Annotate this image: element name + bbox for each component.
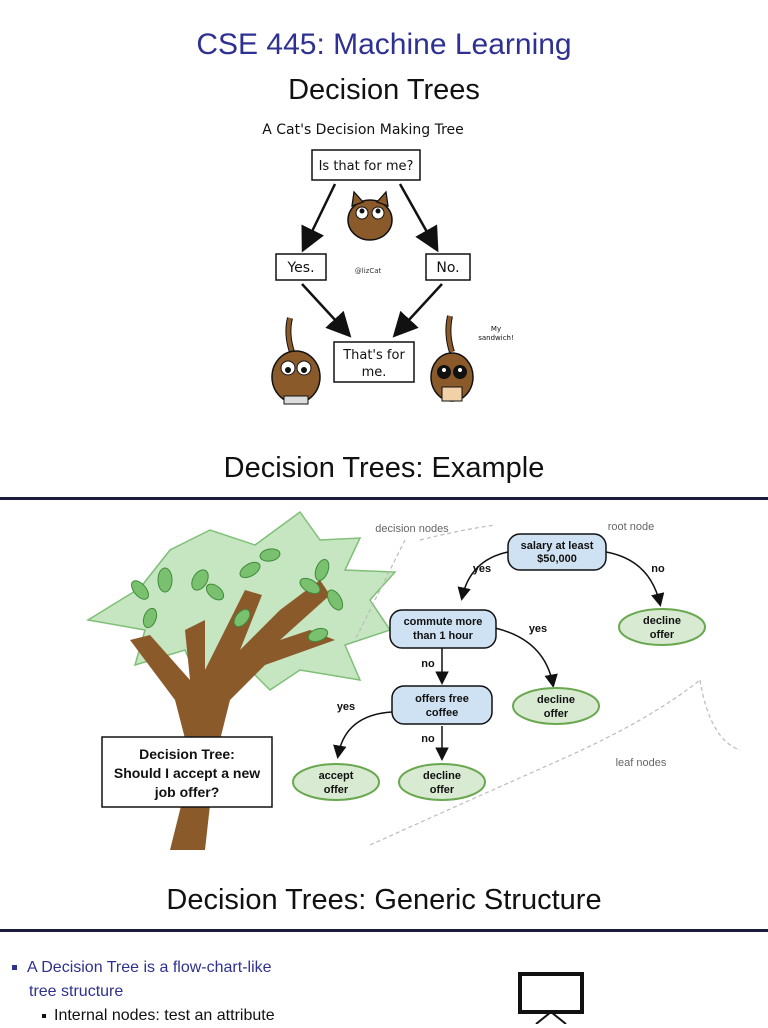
generic-root-box — [518, 972, 584, 1014]
leaf-decline-root-line1: decline — [643, 615, 681, 627]
cat-leaf-line1: That's for — [342, 348, 405, 363]
sub-bullet-item: Internal nodes: test an attribute — [12, 1004, 342, 1028]
node-commute-line1: commute more — [404, 616, 483, 628]
slide-title-example: Decision Trees: Example — [223, 452, 545, 484]
caption-line1: Decision Tree: — [139, 746, 235, 762]
slide-divider — [0, 497, 768, 500]
node-coffee-line2: coffee — [426, 707, 458, 719]
cat-leaf-line2: me. — [362, 365, 387, 380]
slide-divider-2 — [0, 929, 768, 932]
bullet-marker — [12, 965, 17, 971]
leaf-decline-commute — [512, 687, 600, 725]
sub-bullet-marker — [42, 1013, 46, 1018]
node-salary-line2: $50,000 — [537, 553, 577, 565]
cat-right-icon — [430, 315, 474, 402]
cat-root-box — [311, 149, 421, 181]
cat-thought-line2: sandwich! — [478, 334, 514, 342]
edge-yes-commute: yes — [529, 623, 547, 635]
edge-yes-root: yes — [473, 563, 491, 575]
cat-no-label: No. — [436, 260, 459, 276]
node-salary — [507, 533, 607, 571]
bullet-line2: tree structure — [29, 983, 124, 1000]
cat-yes-box — [275, 253, 327, 281]
node-commute — [389, 609, 497, 649]
label-decision-nodes: decision nodes — [375, 523, 449, 535]
leaf-accept-line1: accept — [319, 770, 354, 782]
slide-title-decision-trees: Decision Trees — [288, 74, 480, 106]
caption-line2: Should I accept a new — [114, 765, 260, 781]
caption-box — [101, 736, 273, 808]
bullet-list: A Decision Tree is a flow-chart-like tre… — [12, 956, 342, 1028]
edge-no-commute: no — [421, 658, 435, 670]
caption-line3: job offer? — [154, 784, 220, 800]
cat-root-label: Is that for me? — [319, 159, 414, 174]
cat-face-icon — [347, 190, 393, 241]
slide-title-generic-structure: Decision Trees: Generic Structure — [166, 884, 602, 916]
leaf-decline-commute-line1: decline — [537, 694, 575, 706]
node-coffee-line1: offers free — [415, 693, 469, 705]
leaf-accept-line2: offer — [324, 784, 349, 796]
label-root-node: root node — [608, 521, 654, 533]
cat-no-box — [425, 253, 471, 281]
tree-illustration — [85, 510, 397, 850]
edge-no-coffee: no — [421, 733, 435, 745]
node-commute-line2: than 1 hour — [413, 630, 474, 642]
leaf-decline-commute-line2: offer — [544, 708, 569, 720]
generic-tree-diagram — [518, 972, 584, 1024]
leaf-decline-coffee — [398, 763, 486, 801]
cat-left-icon — [271, 317, 321, 405]
cat-decision-tree-figure: A Cat's Decision Making Tree Is that for… — [262, 122, 514, 405]
leaf-decline-coffee-line2: offer — [430, 784, 455, 796]
leaf-accept-coffee — [292, 763, 380, 801]
edge-yes-coffee: yes — [337, 701, 355, 713]
node-salary-line1: salary at least — [521, 540, 594, 552]
course-title: CSE 445: Machine Learning — [196, 28, 572, 61]
node-coffee — [391, 685, 493, 725]
leaf-decline-root-line2: offer — [650, 629, 675, 641]
cat-yes-label: Yes. — [286, 260, 314, 276]
leaf-decline-coffee-line1: decline — [423, 770, 461, 782]
cat-tree-heading: A Cat's Decision Making Tree — [262, 122, 464, 138]
label-leaf-nodes: leaf nodes — [616, 757, 667, 769]
bullet-line1: A Decision Tree is a flow-chart-like — [27, 959, 272, 976]
cat-thought-line1: My — [491, 325, 501, 333]
leaf-decline-root — [618, 608, 706, 646]
bullet-item: A Decision Tree is a flow-chart-like — [12, 956, 342, 980]
cat-credit: @lizCat — [355, 267, 382, 275]
sub-bullet-text: Internal nodes: test an attribute — [54, 1007, 275, 1024]
edge-no-root: no — [651, 563, 665, 575]
bullet-item-cont: tree structure — [12, 980, 342, 1004]
job-offer-decision-tree-figure: Decision Tree: Should I accept a new job… — [85, 510, 741, 850]
cat-leaf-box — [333, 341, 415, 383]
